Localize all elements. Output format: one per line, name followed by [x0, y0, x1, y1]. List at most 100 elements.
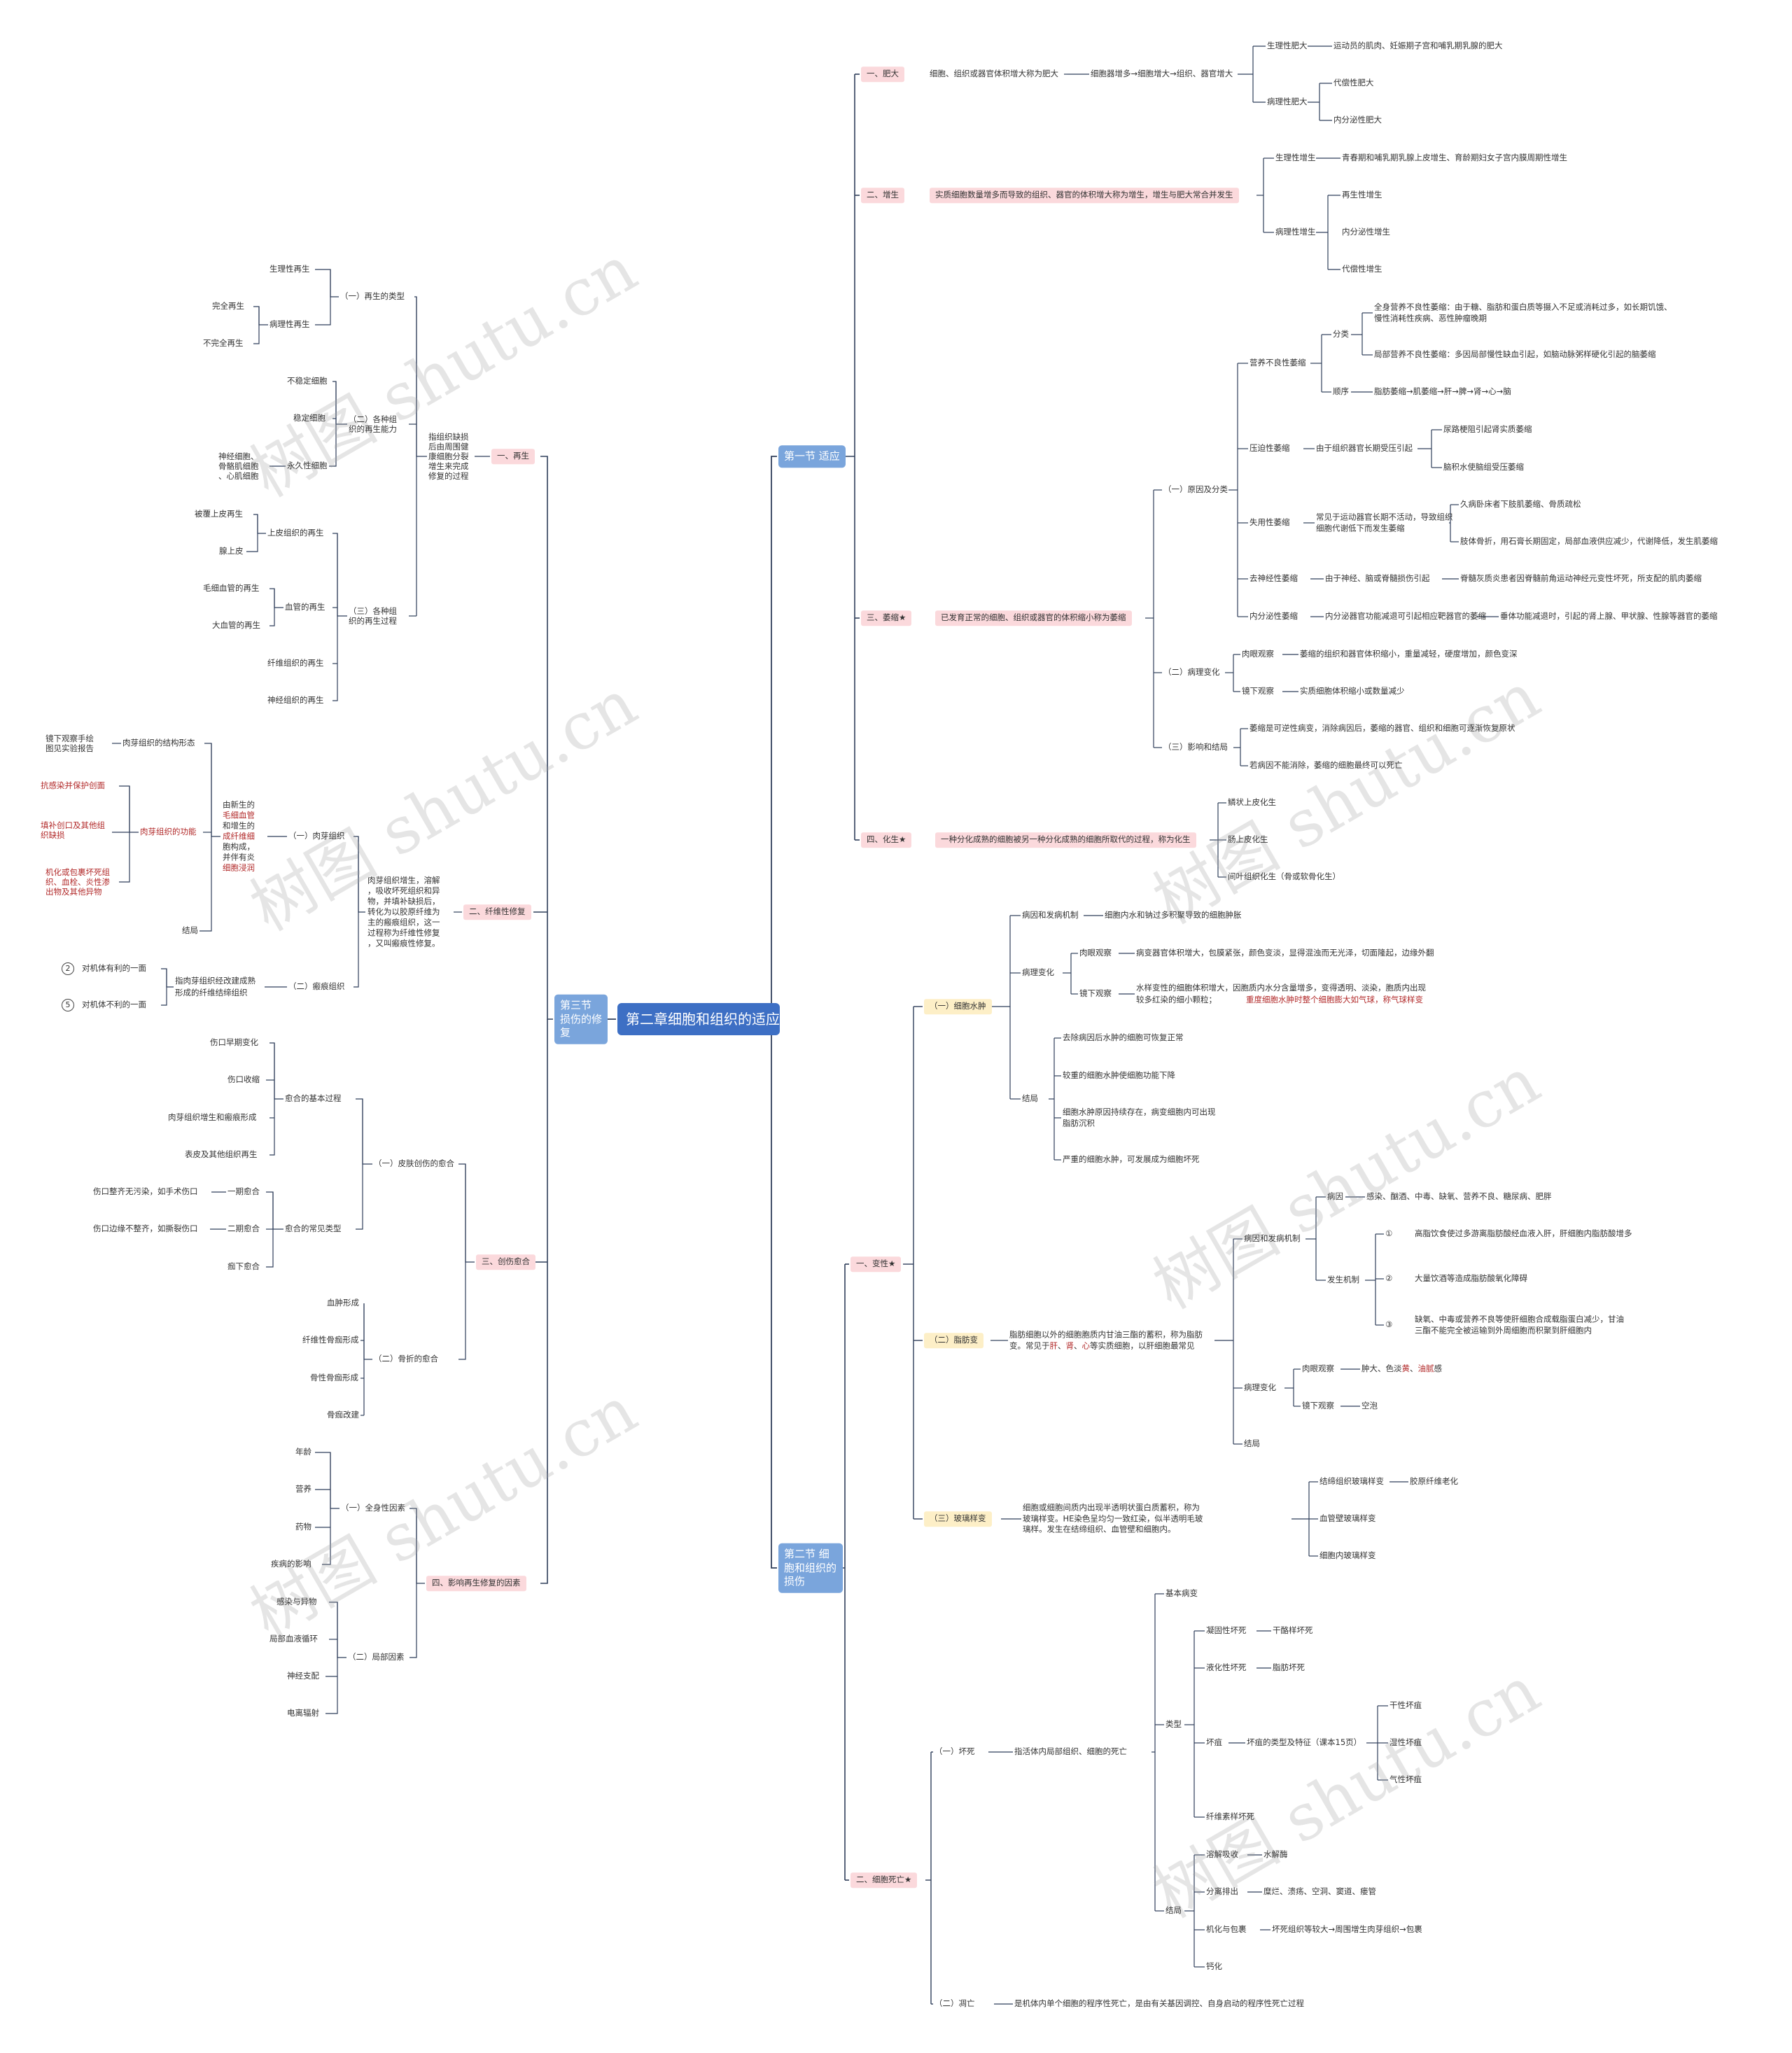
- node-r-cy-gz[interactable]: （二）骨折的愈合: [374, 1354, 438, 1364]
- node-l-bl2[interactable]: 血管壁玻璃样变: [1320, 1513, 1376, 1524]
- node-l-sz-bj-d[interactable]: 细胞内水和钠过多积聚导致的细胞肿胀: [1105, 910, 1242, 920]
- node-l-zb-n1-d[interactable]: 高脂饮食使过多游离脂肪酸经血液入肝，肝细胞内脂肪酸增多: [1415, 1228, 1632, 1239]
- node-l-hs-t3-2[interactable]: 湿性坏疽: [1390, 1737, 1422, 1748]
- node-r-zs[interactable]: 一、再生: [491, 449, 535, 464]
- node-r-yx-qs[interactable]: （一）全身性因素: [341, 1503, 405, 1513]
- node-l-ws-yy4-d2[interactable]: 脊髓灰质炎患者因脊髓前角运动神经元变性坏死，所支配的肌肉萎缩: [1460, 573, 1702, 584]
- node-l-ws-fl1[interactable]: 全身营养不良性萎缩：由于糖、脂肪和蛋白质等摄入不足或消耗过多，如长期饥饿、慢性消…: [1374, 302, 1672, 323]
- node-l-zs-sl[interactable]: 生理性增生: [1275, 153, 1316, 163]
- node-l-sz-jg4[interactable]: 严重的细胞水肿，可发展成为细胞坏死: [1063, 1154, 1200, 1165]
- node-fatty-change-definition[interactable]: 脂肪细胞以外的细胞胞质内甘油三酯的蓄积，称为脂肪变。常见于肝、肾、心等实质细胞，…: [1009, 1329, 1211, 1351]
- node-l-sz-ry[interactable]: 肉眼观察: [1079, 948, 1112, 958]
- node-l-ws-jg1[interactable]: 萎缩是可逆性病变，消除病因后，萎缩的器官、组织和细胞可逐渐恢复原状: [1250, 723, 1516, 734]
- node-l-bl1[interactable]: 结缔组织玻璃样变: [1320, 1476, 1384, 1487]
- node-l-fd-bl-1[interactable]: 代偿性肥大: [1334, 78, 1374, 88]
- node-r-cy-lx1[interactable]: 一期愈合: [227, 1186, 260, 1197]
- node-l-ws-yy3-2[interactable]: 肢体骨折，用石膏长期固定，局部血液供应减少，代谢降低，发生肌萎缩: [1460, 536, 1718, 547]
- node-l-hs-t2-d[interactable]: 脂肪坏死: [1273, 1662, 1305, 1673]
- node-l-bx[interactable]: 一、变性★: [850, 1256, 902, 1272]
- node-fatty-gross-appearance[interactable]: 肿大、色淡黄、油腻感: [1362, 1364, 1442, 1375]
- node-r-zs-gc-1[interactable]: 上皮组织的再生: [267, 528, 324, 538]
- node-r-zs-lx2-1[interactable]: 完全再生: [212, 301, 244, 311]
- node-l-hs[interactable]: 四、化生★: [861, 832, 912, 848]
- node-l-sz-bl[interactable]: 病理变化: [1022, 967, 1054, 978]
- node-l-hs-jg1[interactable]: 溶解吸收: [1206, 1849, 1238, 1860]
- node-l-hs-n-d[interactable]: 指活体内局部组织、细胞的死亡: [1014, 1746, 1127, 1757]
- node-r-yx-jb[interactable]: （二）局部因素: [348, 1652, 405, 1662]
- node-regeneration-capacity[interactable]: （二）各种组织的再生能力: [349, 414, 397, 434]
- node-r-xw-bh[interactable]: （二）瘢痕组织: [288, 981, 345, 992]
- node-l-zb-n2-d[interactable]: 大量饮酒等造成脂肪酸氧化障碍: [1415, 1273, 1527, 1284]
- node-r-cy-lx3[interactable]: 痂下愈合: [227, 1261, 260, 1272]
- node-r-yx-qs4[interactable]: 疾病的影响: [271, 1559, 312, 1569]
- node-l-hs-jb[interactable]: 基本病变: [1166, 1588, 1198, 1599]
- node-l-bl-def[interactable]: 细胞或细胞间质内出现半透明状蛋白质蓄积，称为玻璃样变。HE染色呈均匀一致红染，似…: [1023, 1502, 1203, 1534]
- node-r-cy-jb1[interactable]: 伤口早期变化: [210, 1037, 258, 1048]
- node-r-yx-qs2[interactable]: 营养: [295, 1484, 312, 1494]
- node-r-zs-gc-2[interactable]: 血管的再生: [285, 602, 326, 612]
- node-l-zs-bl-2[interactable]: 内分泌性增生: [1342, 227, 1390, 237]
- node-l-ws-yy2-d[interactable]: 由于组织器官长期受压引起: [1316, 443, 1413, 454]
- node-l-ws-yy3-1[interactable]: 久病卧床者下肢肌萎缩、骨质疏松: [1460, 499, 1581, 510]
- node-r-zs-nl-2[interactable]: 稳定细胞: [293, 413, 326, 423]
- node-l-bl3[interactable]: 细胞内玻璃样变: [1320, 1550, 1376, 1561]
- node-l-ws-yy5[interactable]: 内分泌性萎缩: [1250, 611, 1298, 622]
- node-l-fd[interactable]: 一、肥大: [861, 66, 904, 82]
- node-balloon-change[interactable]: 重度细胞水肿时整个细胞膨大如气球，称气球样变: [1246, 995, 1423, 1006]
- node-r-xw-jg[interactable]: 肉芽组织的结构形态: [122, 738, 195, 748]
- node-l-ws-sx-d[interactable]: 脂肪萎缩→肌萎缩→肝→脾→肾→心→脑: [1374, 386, 1511, 397]
- node-l-ws-yy3[interactable]: 失用性萎缩: [1250, 517, 1290, 528]
- node-l-ws-sx[interactable]: 顺序: [1333, 386, 1349, 397]
- node-granulation-composition[interactable]: 由新生的毛细血管和增生的成纤维细胞构成，并伴有炎细胞浸润: [223, 800, 255, 874]
- node-l-zs[interactable]: 二、增生: [861, 188, 904, 203]
- node-fibrous-repair-definition[interactable]: 肉芽组织增生，溶解，吸收坏死组织和异物，并填补缺损后，转化为以胶原纤维为主的瘢痕…: [368, 876, 440, 949]
- node-r-xw-n2-d[interactable]: 对机体有利的一面: [82, 963, 146, 974]
- node-l-zb-bj[interactable]: 病因和发病机制: [1244, 1233, 1301, 1244]
- node-l-ws-fl[interactable]: 分类: [1333, 329, 1349, 339]
- node-r-zs-lx1[interactable]: 生理性再生: [270, 264, 310, 274]
- node-l-hs-t1-d[interactable]: 干酪样坏死: [1273, 1625, 1313, 1636]
- node-l-hs-t2[interactable]: 液化性坏死: [1206, 1662, 1247, 1673]
- node-r-xw[interactable]: 二、纤维性修复: [463, 904, 531, 920]
- node-l-zs-def[interactable]: 实质细胞数量增多而导致的组织、器官的体积增大称为增生，增生与肥大常合并发生: [930, 188, 1239, 203]
- node-l-hs-lx[interactable]: 类型: [1166, 1719, 1182, 1730]
- node-l-sz-jg2[interactable]: 较重的细胞水肿使细胞功能下降: [1063, 1070, 1175, 1081]
- node-r-yx[interactable]: 四、影响再生修复的因素: [426, 1576, 526, 1591]
- node-l-hs-jg2[interactable]: 分离排出: [1206, 1886, 1238, 1897]
- node-l-hs-jg4[interactable]: 钙化: [1206, 1961, 1222, 1972]
- node-r-cy-pf[interactable]: （一）皮肤创伤的愈合: [374, 1158, 454, 1169]
- node-r-zs-nl-3[interactable]: 永久性细胞: [287, 461, 328, 471]
- node-l-zb-bl[interactable]: 病理变化: [1244, 1382, 1276, 1393]
- node-r-cy-jb2[interactable]: 伤口收缩: [227, 1074, 260, 1085]
- node-r-cy-gz4[interactable]: 骨痂改建: [327, 1410, 359, 1420]
- node-r-yx-jb4[interactable]: 电离辐射: [287, 1708, 319, 1718]
- node-l-fd-sl-d[interactable]: 运动员的肌肉、妊娠期子宫和哺乳期乳腺的肥大: [1334, 41, 1503, 51]
- node-l-hs-t3[interactable]: 坏疽: [1206, 1737, 1222, 1748]
- section-2-injury[interactable]: 第二节 细胞和组织的损伤: [778, 1543, 843, 1593]
- node-r-yx-jb3[interactable]: 神经支配: [287, 1671, 319, 1681]
- node-l-hs-n[interactable]: （一）坏死: [934, 1746, 975, 1757]
- node-l-sz-jg3[interactable]: 细胞水肿原因持续存在，病变细胞内可出现脂肪沉积: [1063, 1107, 1216, 1128]
- node-granulation-fill-defect[interactable]: 填补创口及其他组织缺损: [41, 820, 105, 840]
- node-l-hs-t3-3[interactable]: 气性坏疽: [1390, 1774, 1422, 1785]
- node-l-zb-fs[interactable]: 发生机制: [1327, 1275, 1359, 1285]
- section-1-adaptation[interactable]: 第一节 适应: [778, 445, 846, 468]
- node-l-hs-jg3[interactable]: 机化与包裹: [1206, 1924, 1247, 1935]
- node-l-bl[interactable]: （三）玻璃样变: [924, 1511, 992, 1527]
- node-l-ws-yy4[interactable]: 去神经性萎缩: [1250, 573, 1298, 584]
- node-l-ws-bl2-d[interactable]: 实质细胞体积缩小或数量减少: [1300, 686, 1405, 696]
- node-l-zb-by-d[interactable]: 感染、酗酒、中毒、缺氧、营养不良、糖尿病、肥胖: [1366, 1191, 1552, 1202]
- node-r-zs-gc-1b[interactable]: 腺上皮: [219, 546, 244, 556]
- node-l-sz-jg1[interactable]: 去除病因后水肿的细胞可恢复正常: [1063, 1032, 1184, 1043]
- node-l-ws[interactable]: 三、萎缩★: [861, 610, 912, 626]
- node-l-zb-by[interactable]: 病因: [1327, 1191, 1343, 1202]
- node-l-zb[interactable]: （二）脂肪变: [924, 1333, 983, 1348]
- node-l-zb-jx-d[interactable]: 空泡: [1362, 1401, 1378, 1411]
- node-l-ws-yy2-2[interactable]: 脑积水使脑组受压萎缩: [1443, 462, 1524, 472]
- node-l-zs-bl-1[interactable]: 再生性增生: [1342, 190, 1382, 200]
- node-r-zs-gc-2a[interactable]: 毛细血管的再生: [203, 583, 260, 594]
- node-r-zs-gc-3[interactable]: 纤维组织的再生: [267, 658, 324, 668]
- node-l-ws-jg[interactable]: （三）影响和结局: [1163, 742, 1228, 752]
- node-l-sz-jx-d2[interactable]: 较多红染的细小颗粒；: [1136, 995, 1217, 1005]
- node-r-yx-qs1[interactable]: 年龄: [295, 1447, 312, 1457]
